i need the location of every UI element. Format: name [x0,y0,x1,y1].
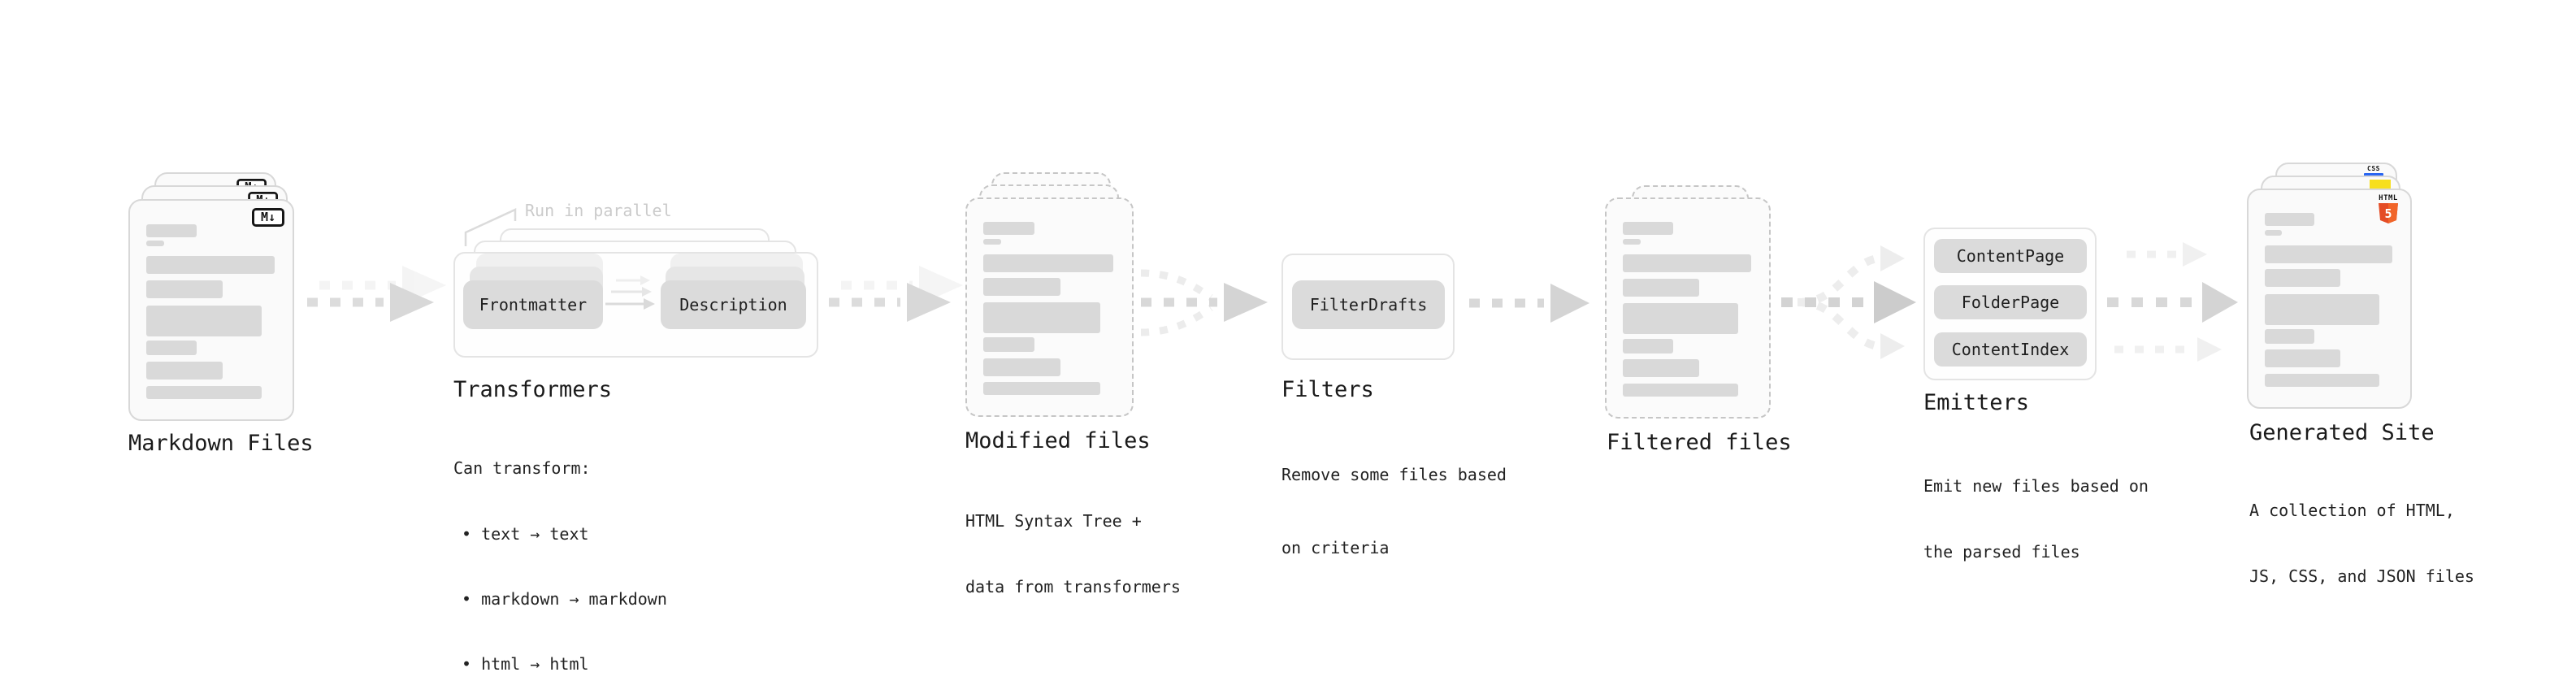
modified-file-card [965,197,1134,417]
html5-icon: HTML 5 [2376,195,2400,228]
filters-title: Filters [1281,377,1374,402]
transformers-desc-heading: Can transform: [453,458,591,478]
text-placeholder-bar [2264,373,2379,387]
emitters-description: Emit new files based on the parsed files [1923,432,2149,607]
markdown-files-title: Markdown Files [128,431,314,456]
arrow-transformers-to-modified [829,266,963,322]
markdown-icon: M↓ [252,208,284,227]
generated-file-card: HTML 5 [2247,189,2412,409]
text-placeholder-bar [145,280,223,298]
contentindex-node: ContentIndex [1934,332,2087,367]
transformers-description: Can transform: • text → text • markdown … [453,414,667,681]
text-placeholder-bar [145,385,262,399]
text-placeholder-bar [2264,230,2283,236]
modified-files-description: HTML Syntax Tree + data from transformer… [965,466,1181,642]
text-placeholder-bar [1622,278,1699,297]
text-placeholder-bar [2264,269,2341,288]
arrow-filters-to-filtered [1469,284,1589,323]
generated-site-description: A collection of HTML, JS, CSS, and JSON … [2249,456,2474,631]
emitters-desc-line: the parsed files [1923,542,2080,562]
text-placeholder-bar [1622,338,1673,354]
text-placeholder-bar [145,361,223,380]
folderpage-node: FolderPage [1934,285,2087,319]
text-placeholder-bar [982,358,1061,376]
text-placeholder-bar [1622,222,1673,236]
filters-desc-line: Remove some files based [1281,465,1507,484]
javascript-icon [2370,180,2391,189]
text-placeholder-bar [2264,213,2315,227]
filterdrafts-node: FilterDrafts [1292,280,1445,329]
text-placeholder-bar [1622,303,1738,335]
text-placeholder-bar [982,302,1101,334]
description-node: Description [661,280,806,329]
text-placeholder-bar [982,337,1034,353]
text-placeholder-bar [1622,239,1641,245]
filtered-files-title: Filtered files [1607,430,1792,455]
arrow-filtered-to-emitters-fanout [1781,245,1916,359]
transformers-bullet: • markdown → markdown [462,589,667,609]
text-placeholder-bar [2264,349,2341,368]
modified-files-title: Modified files [965,428,1151,453]
transformers-bullet: • text → text [462,524,589,544]
text-placeholder-bar [145,305,262,336]
arrow-markdown-to-transformers [307,266,446,322]
text-placeholder-bar [145,256,275,275]
emitters-title: Emitters [1923,390,2030,415]
text-placeholder-bar [2264,245,2392,263]
css-icon-label: CSS [2367,165,2380,172]
html5-icon-label: HTML [2379,194,2398,202]
text-placeholder-bar [982,222,1034,236]
text-placeholder-bar [982,382,1101,396]
html5-icon-number: 5 [2384,206,2392,221]
arrow-modified-to-filters-converge [1140,269,1268,336]
generated-desc-line: A collection of HTML, [2249,501,2455,520]
filters-description: Remove some files based on criteria [1281,414,1507,609]
transformers-title: Transformers [453,377,613,402]
generated-desc-line: JS, CSS, and JSON files [2249,566,2474,586]
text-placeholder-bar [145,241,164,247]
text-placeholder-bar [2264,328,2315,344]
arrow-emitters-to-generated [2107,242,2238,362]
text-placeholder-bar [145,223,197,237]
filtered-file-card [1605,197,1771,419]
contentpage-node: ContentPage [1934,239,2087,273]
text-placeholder-bar [982,238,1002,245]
text-placeholder-bar [145,340,197,356]
filters-desc-line: on criteria [1281,538,1390,557]
generated-site-title: Generated Site [2249,420,2435,445]
css-icon-underline [2364,173,2383,176]
text-placeholder-bar [2264,293,2379,325]
text-placeholder-bar [982,277,1061,296]
css-icon: CSS [2364,166,2383,176]
transformers-bullet: • html → html [462,654,589,674]
modified-desc-line: data from transformers [965,577,1181,596]
emitters-desc-line: Emit new files based on [1923,476,2149,496]
html5-shield: 5 [2379,203,2398,223]
text-placeholder-bar [1622,358,1699,377]
text-placeholder-bar [1622,254,1751,273]
modified-desc-line: HTML Syntax Tree + [965,511,1142,531]
run-in-parallel-label: Run in parallel [525,201,672,220]
markdown-file-card: M↓ [128,199,294,421]
text-placeholder-bar [982,254,1114,272]
text-placeholder-bar [1622,383,1738,397]
frontmatter-node: Frontmatter [463,280,603,329]
